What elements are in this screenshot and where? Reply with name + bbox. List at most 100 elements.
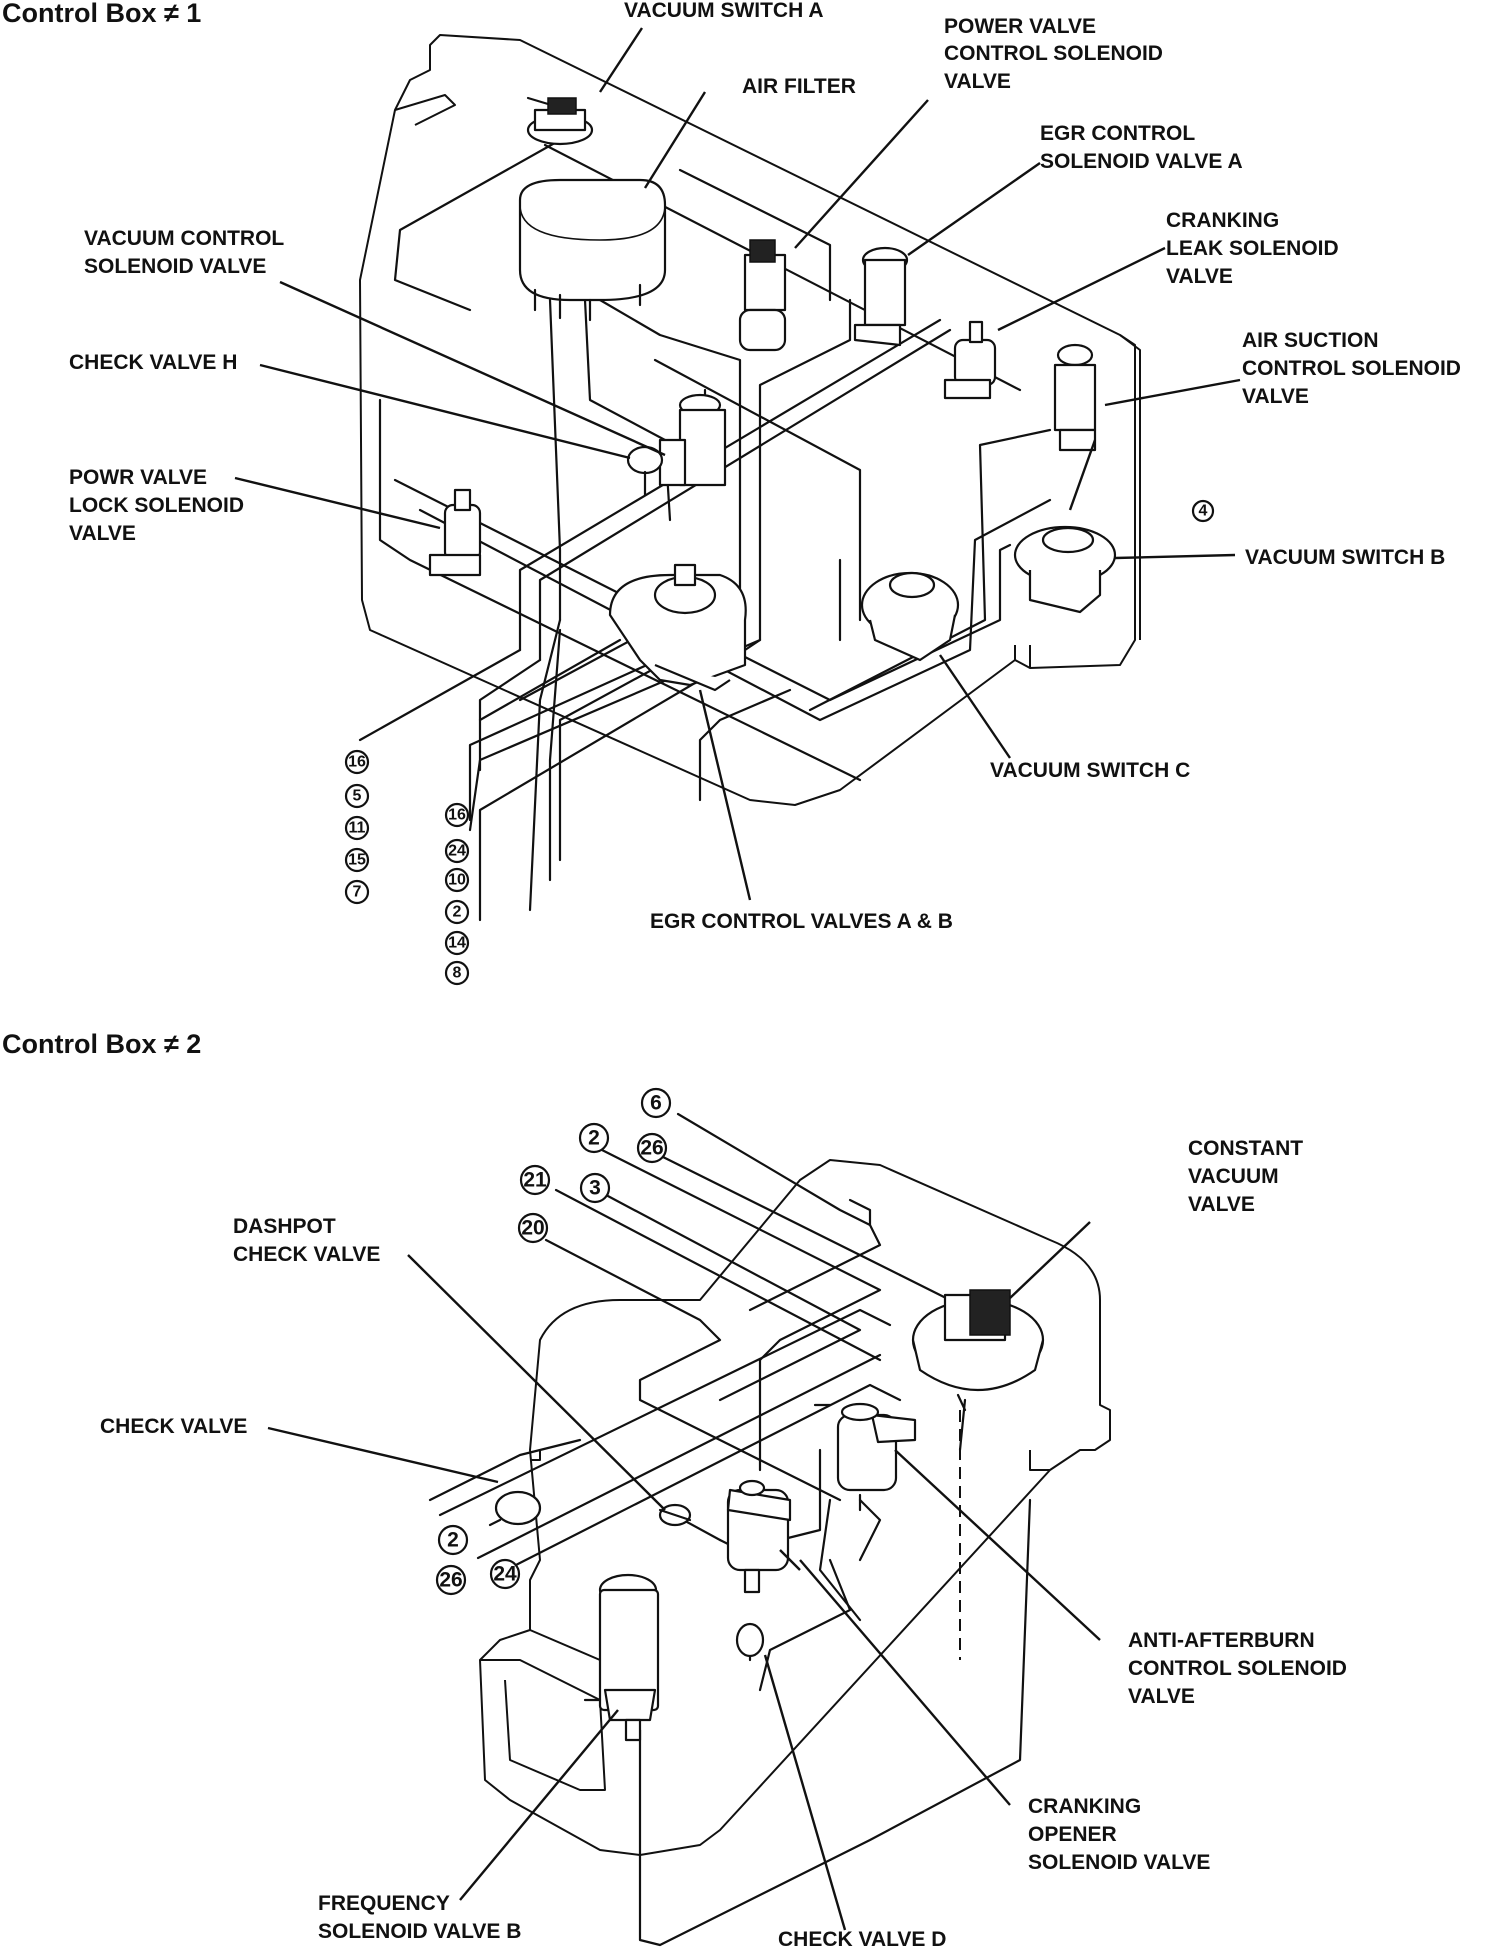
hose-tag-14: 14: [444, 930, 470, 956]
hose-tag-10: 10: [444, 867, 470, 893]
label-vacuum-control-solenoid-2: SOLENOID VALVE: [84, 255, 266, 278]
hose-tag-4: 4: [1191, 499, 1215, 523]
constant-vacuum-valve-part: [911, 1289, 1045, 1412]
control-box-1-hose-numbers: 16 5 11 15 7 16 24 10 2 14 8 4: [344, 499, 1215, 986]
label-anti-afterburn-2: CONTROL SOLENOID: [1128, 1657, 1347, 1680]
label-powr-valve-lock-1: POWR VALVE: [69, 466, 207, 489]
hose-tag-8: 8: [444, 960, 470, 986]
svg-text:11: 11: [349, 820, 366, 837]
control-box-1-leaders: [234, 27, 1241, 901]
svg-text:2: 2: [453, 904, 462, 921]
egr-control-valves-part: [608, 563, 747, 692]
hose-tag-6: 6: [640, 1087, 672, 1119]
dashpot-check-valve-part: [658, 1503, 692, 1527]
air-suction-control-solenoid-part: [1053, 343, 1097, 452]
label-frequency-solenoid-2: SOLENOID VALVE B: [318, 1920, 521, 1943]
hose-tag-2: 2: [444, 899, 470, 925]
hose-tag-21: 21: [519, 1164, 551, 1196]
control-box-2-title: Control Box ≠ 2: [2, 1029, 201, 1059]
label-air-suction-1: AIR SUCTION: [1242, 329, 1379, 352]
control-box-2-labels: CONSTANT VACUUM VALVE DASHPOT CHECK VALV…: [100, 1137, 1347, 1951]
vacuum-control-solenoid-part: [658, 393, 727, 487]
label-vacuum-switch-a: VACUUM SWITCH A: [624, 0, 823, 22]
control-box-1: Control Box ≠ 1: [2, 0, 1461, 986]
check-valve-d-part: [735, 1622, 765, 1658]
control-box-2-housing: [479, 1159, 1111, 1856]
control-box-2-hose-numbers: 6 2 26 21 3 20 2 26 24: [435, 1087, 672, 1596]
label-anti-afterburn-1: ANTI-AFTERBURN: [1128, 1629, 1315, 1652]
label-vacuum-switch-b: VACUUM SWITCH B: [1245, 546, 1445, 569]
svg-text:2: 2: [588, 1127, 600, 1150]
hose-tag-15: 15: [344, 847, 370, 873]
svg-text:8: 8: [453, 965, 462, 982]
label-constant-vacuum-3: VALVE: [1188, 1193, 1255, 1216]
label-egr-control-solenoid-a-2: SOLENOID VALVE A: [1040, 150, 1243, 173]
vacuum-switch-a-part: [526, 96, 594, 146]
hose-tag-7: 7: [344, 879, 370, 905]
svg-text:4: 4: [1199, 503, 1208, 520]
label-cranking-opener-3: SOLENOID VALVE: [1028, 1851, 1210, 1874]
label-air-suction-3: VALVE: [1242, 385, 1309, 408]
label-cranking-opener-1: CRANKING: [1028, 1795, 1141, 1818]
label-cranking-leak-1: CRANKING: [1166, 209, 1279, 232]
label-power-valve-control-solenoid-2: CONTROL SOLENOID: [944, 42, 1163, 65]
svg-text:14: 14: [448, 935, 466, 952]
svg-text:24: 24: [448, 843, 466, 860]
control-box-1-title: Control Box ≠ 1: [2, 0, 201, 28]
svg-text:3: 3: [589, 1177, 601, 1200]
check-valve-part: [488, 1490, 542, 1527]
label-cranking-leak-2: LEAK SOLENOID: [1166, 237, 1339, 260]
label-air-filter: AIR FILTER: [742, 75, 856, 98]
vacuum-switch-c-part: [860, 571, 960, 662]
control-box-2: Control Box ≠ 2: [2, 1029, 1347, 1951]
hose-tag-5: 5: [344, 783, 370, 809]
svg-text:10: 10: [448, 872, 466, 889]
hose-tag-2-top: 2: [578, 1122, 610, 1154]
svg-text:6: 6: [650, 1092, 662, 1115]
air-filter-part: [518, 178, 667, 322]
cranking-opener-solenoid-part: [726, 1479, 792, 1594]
label-egr-control-solenoid-a-1: EGR CONTROL: [1040, 122, 1195, 145]
hose-tag-11: 11: [344, 815, 370, 841]
hose-tag-16-b: 16: [444, 802, 470, 828]
label-check-valve-h: CHECK VALVE H: [69, 351, 237, 374]
control-box-1-hoses: [358, 138, 1052, 922]
label-anti-afterburn-3: VALVE: [1128, 1685, 1195, 1708]
svg-text:7: 7: [353, 884, 362, 901]
label-cranking-opener-2: OPENER: [1028, 1823, 1117, 1846]
svg-text:24: 24: [493, 1563, 517, 1586]
hose-tag-26-left: 26: [435, 1564, 467, 1596]
control-box-1-housing: [359, 34, 1141, 806]
label-powr-valve-lock-3: VALVE: [69, 522, 136, 545]
power-valve-control-solenoid-part: [738, 239, 787, 352]
label-air-suction-2: CONTROL SOLENOID: [1242, 357, 1461, 380]
label-vacuum-switch-c: VACUUM SWITCH C: [990, 759, 1190, 782]
hose-tag-2-left: 2: [437, 1524, 469, 1556]
label-check-valve-d: CHECK VALVE D: [778, 1928, 946, 1951]
label-frequency-solenoid-1: FREQUENCY: [318, 1892, 450, 1915]
label-dashpot-check-valve-2: CHECK VALVE: [233, 1243, 380, 1266]
svg-text:20: 20: [521, 1217, 544, 1240]
label-power-valve-control-solenoid-1: POWER VALVE: [944, 15, 1096, 38]
label-dashpot-check-valve-1: DASHPOT: [233, 1215, 336, 1238]
hose-tag-20: 20: [517, 1212, 549, 1244]
control-box-2-hoses: [428, 1112, 1032, 1947]
svg-text:16: 16: [448, 807, 466, 824]
hose-tag-24: 24: [444, 838, 470, 864]
hose-tag-16-a: 16: [344, 749, 370, 775]
label-vacuum-control-solenoid-1: VACUUM CONTROL: [84, 227, 284, 250]
egr-control-solenoid-a-part: [853, 246, 909, 347]
svg-text:15: 15: [348, 852, 366, 869]
anti-afterburn-control-solenoid-part: [813, 1402, 917, 1512]
svg-text:21: 21: [523, 1169, 547, 1192]
powr-valve-lock-solenoid-part: [428, 488, 482, 577]
label-constant-vacuum-2: VACUUM: [1188, 1165, 1279, 1188]
vacuum-switch-b-part: [1013, 525, 1117, 614]
frequency-solenoid-valve-b-part: [583, 1573, 660, 1742]
svg-text:26: 26: [640, 1137, 663, 1160]
control-box-1-labels: VACUUM SWITCH A POWER VALVE CONTROL SOLE…: [69, 0, 1461, 933]
label-constant-vacuum-1: CONSTANT: [1188, 1137, 1303, 1160]
svg-text:26: 26: [439, 1569, 462, 1592]
hose-tag-3: 3: [579, 1172, 611, 1204]
